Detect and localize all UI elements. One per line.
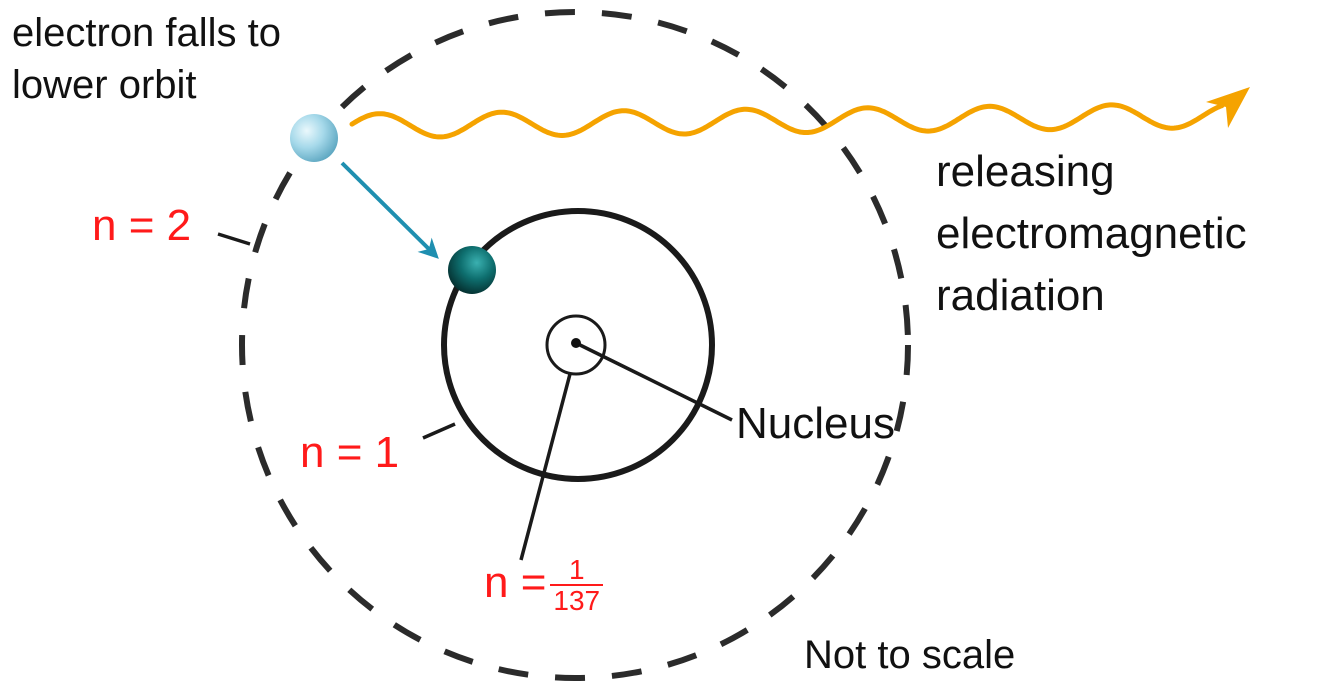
- n1-label: n = 1: [300, 428, 399, 479]
- fraction-denominator: 137: [550, 586, 603, 615]
- n-fraction-prefix: n =: [484, 558, 546, 607]
- n1-leader-line: [423, 424, 455, 438]
- electron-outer: [290, 114, 338, 162]
- n2-label: n = 2: [92, 201, 191, 252]
- electron-inner: [448, 246, 496, 294]
- electron-falls-label: electron falls to: [12, 10, 281, 56]
- electromagnetic-label: electromagnetic: [936, 209, 1247, 260]
- transition-arrow: [342, 163, 436, 256]
- not-to-scale-label: Not to scale: [804, 632, 1015, 678]
- radiation-label: radiation: [936, 271, 1105, 322]
- nucleus-label: Nucleus: [736, 399, 895, 450]
- lower-orbit-label: lower orbit: [12, 62, 197, 108]
- radiation-wave: [352, 105, 1222, 137]
- releasing-label: releasing: [936, 147, 1115, 198]
- fraction-numerator: 1: [550, 555, 603, 586]
- n2-leader-line: [218, 234, 250, 244]
